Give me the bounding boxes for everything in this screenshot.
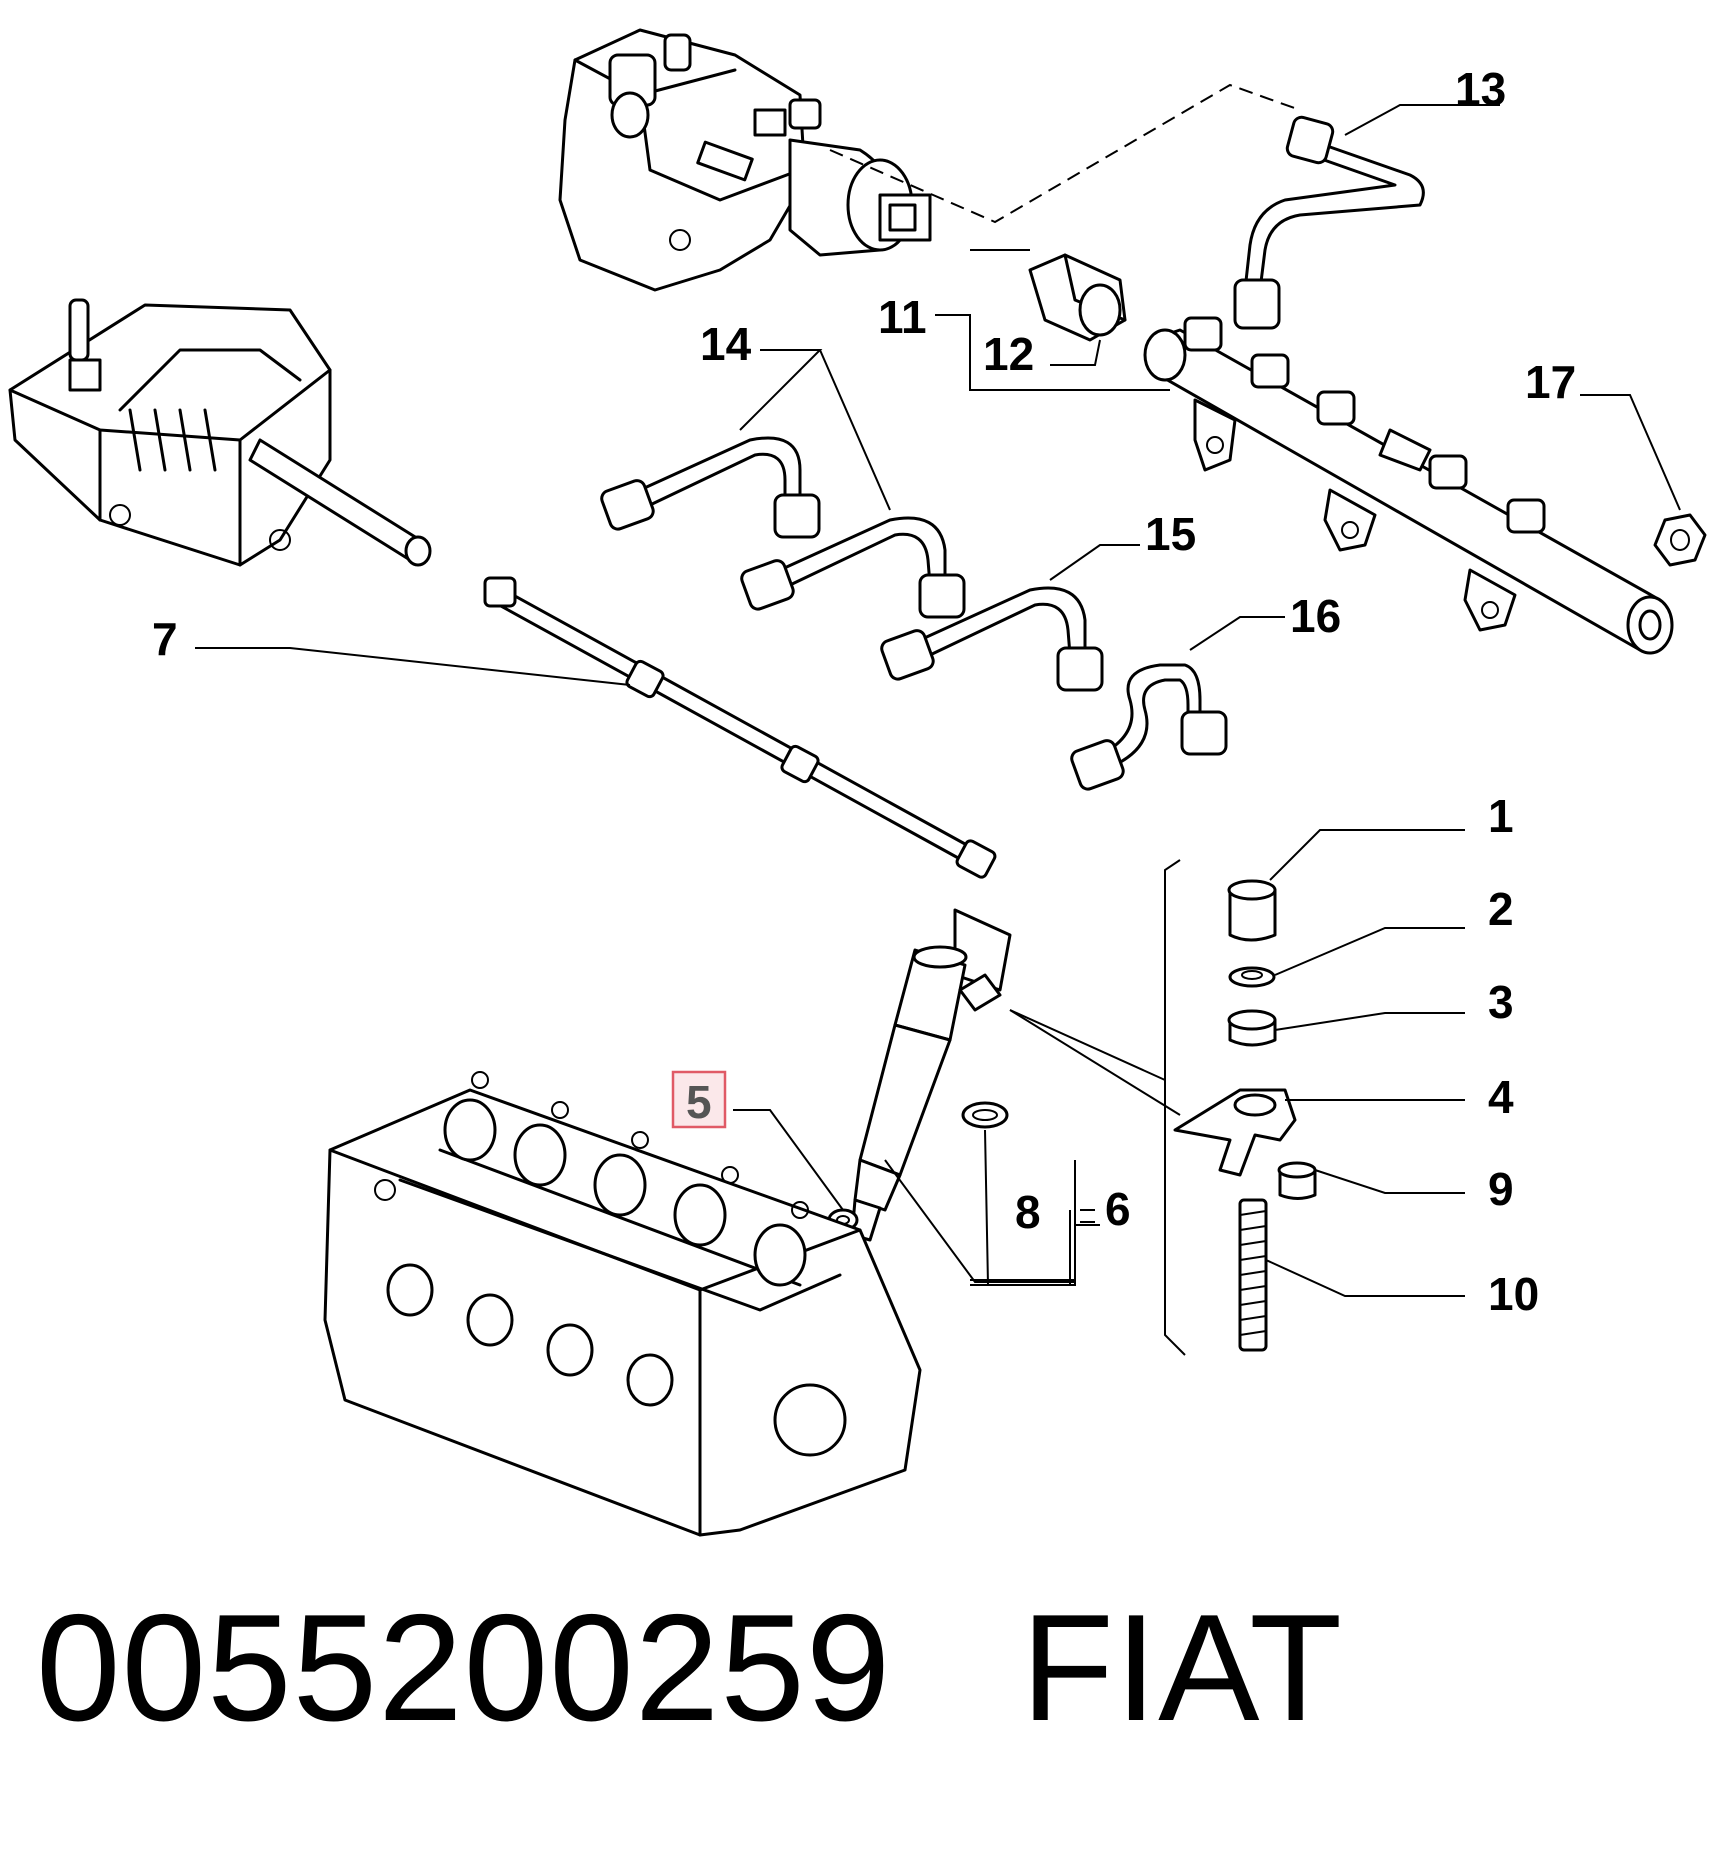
pipe-15 xyxy=(880,586,1104,692)
callout-12: 12 xyxy=(983,328,1034,380)
callout-15: 15 xyxy=(1145,508,1196,560)
injector xyxy=(850,908,1012,1242)
part-number: 0055200259 xyxy=(36,1583,892,1753)
cylinder-head xyxy=(323,1071,922,1537)
cylinder-head-cover xyxy=(8,298,432,567)
callout-1: 1 xyxy=(1488,790,1514,842)
pipe-14 xyxy=(600,436,966,619)
callout-11: 11 xyxy=(878,291,927,343)
callout-labels: 1 2 3 4 5 6 7 8 9 10 11 12 13 14 15 16 1… xyxy=(152,63,1576,1320)
high-pressure-pump xyxy=(558,28,932,292)
callout-16: 16 xyxy=(1290,590,1341,642)
part-caption: 0055200259 FIAT xyxy=(36,1592,1343,1744)
leak-off-pipe-7 xyxy=(483,576,997,879)
callout-7: 7 xyxy=(152,613,178,665)
callout-14: 14 xyxy=(700,318,752,370)
clip-8 xyxy=(961,1101,1009,1129)
clamp-assembly xyxy=(1173,879,1317,1352)
callout-5: 5 xyxy=(686,1076,712,1128)
nut-17 xyxy=(1653,513,1707,567)
callout-17: 17 xyxy=(1525,356,1576,408)
leader-lines xyxy=(195,104,1681,1356)
callout-5-highlight xyxy=(671,1070,727,1129)
pipe-13 xyxy=(1233,115,1425,330)
callout-3: 3 xyxy=(1488,976,1514,1028)
fuel-rail xyxy=(1143,316,1674,655)
caption-gap xyxy=(891,1583,1021,1753)
callout-4: 4 xyxy=(1488,1071,1514,1123)
callout-9: 9 xyxy=(1488,1163,1514,1215)
brand-name: FIAT xyxy=(1021,1583,1344,1753)
pipe-16 xyxy=(1070,663,1228,791)
callout-8: 8 xyxy=(1015,1186,1041,1238)
pressure-sensor xyxy=(1028,253,1127,342)
callout-6: 6 xyxy=(1105,1183,1131,1235)
pump-return-dashed-line xyxy=(829,83,1301,224)
callout-10: 10 xyxy=(1488,1268,1539,1320)
callout-2: 2 xyxy=(1488,883,1514,935)
callout-13: 13 xyxy=(1455,63,1506,115)
